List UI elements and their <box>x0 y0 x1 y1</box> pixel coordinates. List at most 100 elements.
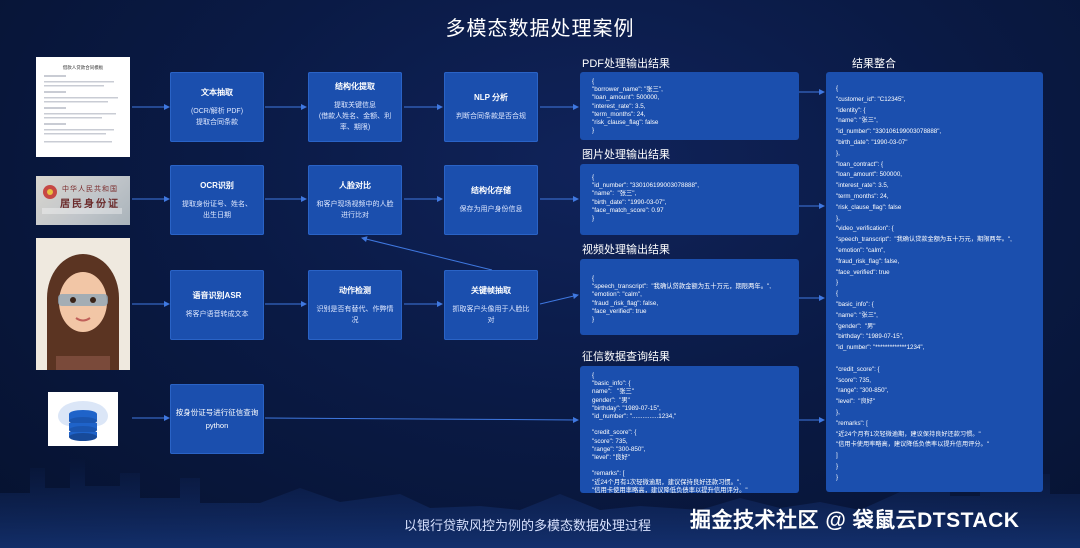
id-card-emblem-icon <box>42 185 122 214</box>
credit-result-label: 征信数据查询结果 <box>582 351 670 363</box>
code-line: "level": "良好" <box>592 454 630 462</box>
id-card-type-text: 居民身份证 <box>60 199 120 210</box>
video-result-label: 视频处理输出结果 <box>582 244 670 256</box>
text-extract-box[interactable]: 文本抽取 (OCR/解析 PDF) 提取合同条款 <box>170 72 264 142</box>
document-title: 借款人贷款合同模板 <box>62 65 104 70</box>
keyframe-box[interactable]: 关键帧抽取 抓取客户头像用于人脸比对 <box>444 270 538 340</box>
code-line <box>836 354 1035 365</box>
text-extract-title: 文本抽取 <box>201 87 233 97</box>
keyframe-title: 关键帧抽取 <box>471 285 511 295</box>
code-line: { <box>836 85 839 92</box>
integration-label: 结果整合 <box>852 58 896 70</box>
credit-query-desc: python <box>205 421 229 430</box>
code-line: "score": 735, <box>836 376 872 384</box>
code-line: "birth_date": "1990-03-07", <box>592 198 667 206</box>
face-compare-title: 人脸对比 <box>339 180 371 190</box>
code-line: "credit_score": { <box>836 365 880 373</box>
ocr-desc: 提取身份证号、姓名、 出生日期 <box>182 200 252 219</box>
text-extract-desc: (OCR/解析 PDF) 提取合同条款 <box>190 107 244 126</box>
code-line: "name": "张三", <box>836 311 878 319</box>
struct-store-desc: 保存为用户身份信息 <box>459 206 523 213</box>
code-line: "range": "300-850", <box>592 445 646 453</box>
code-line: "id_number": "330106199003078888", <box>592 182 699 190</box>
code-line: "basic_info": { <box>836 300 874 308</box>
code-line: } <box>836 279 839 287</box>
code-line: { <box>592 275 595 282</box>
code-line: "emotion": "calm", <box>592 291 642 299</box>
image-result-label: 图片处理输出结果 <box>582 149 670 161</box>
nlp-analysis-box[interactable]: NLP 分析 判断合同条款是否合规 <box>444 72 538 142</box>
code-line: "term_months": 24, <box>592 110 646 118</box>
credit-query-box[interactable]: 按身份证号进行征信查询 python <box>170 384 264 454</box>
code-line: "borrower_name": "张三", <box>592 86 663 94</box>
code-line: "interest_rate": 3.5, <box>836 182 889 190</box>
code-line: "range": "300-850", <box>836 387 889 395</box>
struct-extract-desc: 提取关键信息 (借款人姓名、金额、利 率、期限) <box>318 102 392 131</box>
code-line: "loan_contract": { <box>836 160 884 168</box>
code-line: "id_number": "330106199003078888", <box>836 128 942 136</box>
code-line: "birth_date": "1990-03-07" <box>836 138 908 146</box>
asr-box[interactable]: 语音识别ASR 将客户语音转成文本 <box>170 270 264 340</box>
video-result-panel: {"speech_transcript": "我确认贷款金额为五十万元，期限两年… <box>580 259 799 335</box>
code-line: name": "张三" <box>592 388 635 396</box>
face-compare-desc: 和客户现场视频中的人脸 进行比对 <box>316 200 394 219</box>
code-line: "近24个月有1次轻微逾期，建议保持良好还款习惯。" <box>836 430 981 438</box>
code-line: "basic_info": { <box>592 380 631 388</box>
code-line: } <box>592 215 595 223</box>
code-line: "risk_clause_flag": false <box>836 203 902 211</box>
contract-document-thumbnail: 借款人贷款合同模板 <box>36 57 130 157</box>
code-line: }, <box>836 214 840 222</box>
code-line: "remarks": [ <box>836 419 868 427</box>
face-compare-box[interactable]: 人脸对比 和客户现场视频中的人脸 进行比对 <box>308 165 402 235</box>
code-line: "face_match_score": 0.97 <box>592 206 664 214</box>
keyframe-desc: 抓取客户头像用于人脸比对 <box>452 305 530 324</box>
customer-face-icon <box>36 238 130 370</box>
code-line: ] <box>836 452 838 460</box>
id-card-country-text: 中华人民共和国 <box>62 186 118 193</box>
id-card-thumbnail: 中华人民共和国 居民身份证 <box>36 176 130 225</box>
code-line: "video_verification": { <box>836 225 894 233</box>
code-line: "近24个月有1次轻微逾期，建议保持良好还款习惯。", <box>592 478 741 486</box>
code-line: } <box>836 462 839 470</box>
code-line: "risk_clause_flag": false <box>592 119 659 127</box>
action-detect-box[interactable]: 动作检测 识别是否有替代、作弊情况 <box>308 270 402 340</box>
ocr-title: OCR识别 <box>200 180 234 190</box>
code-line: "remarks": [ <box>592 470 625 478</box>
code-line: "name": "张三", <box>836 117 878 125</box>
image-result-panel: {"id_number": "330106199003078888","name… <box>580 164 799 235</box>
code-line: "credit_score": { <box>592 429 637 437</box>
diagram-caption: 以银行贷款风控为例的多模态数据处理过程 <box>404 518 652 533</box>
nlp-analysis-title: NLP 分析 <box>473 93 509 102</box>
struct-extract-title: 结构化提取 <box>335 82 375 91</box>
struct-store-title: 结构化存储 <box>471 186 511 195</box>
code-line: "fraud_risk_flag": false, <box>836 257 900 265</box>
code-line: } <box>592 316 595 324</box>
code-line: }, <box>836 149 840 157</box>
integration-panel: {"customer_id": "C12345","identity": {"n… <box>826 72 1043 492</box>
action-detect-desc: 识别是否有替代、作弊情况 <box>316 305 394 324</box>
action-detect-title: 动作检测 <box>339 285 371 295</box>
code-line: "speech_transcript": "我确认贷款金额为五十万元，期限两年。… <box>592 283 771 291</box>
code-line: "loan_amount": 500000, <box>592 94 660 102</box>
code-line: "信用卡使用率略高，建议降低负债率以提升信用评分。" <box>836 441 989 449</box>
code-line: "emotion": "calm", <box>836 246 886 254</box>
code-line: "信用卡使用率略高，建议降低负债率以提升信用评分。" <box>592 486 748 493</box>
struct-extract-box[interactable]: 结构化提取 提取关键信息 (借款人姓名、金额、利 率、期限) <box>308 72 402 142</box>
code-line: "fraud _risk_flag": false, <box>592 299 659 307</box>
code-line: } <box>836 473 839 481</box>
code-line: { <box>836 290 839 298</box>
code-line: "interest_rate": 3.5, <box>592 102 646 110</box>
code-line: "customer_id": "C12345", <box>836 95 906 103</box>
pdf-result-label: PDF处理输出结果 <box>582 58 670 70</box>
code-line: "id_number": "...............1234," <box>592 413 677 421</box>
asr-title: 语音识别ASR <box>192 291 242 300</box>
code-line: "speech_transcript": "我确认贷款金额为五十万元，期限两年。… <box>836 236 1012 244</box>
ocr-box[interactable]: OCR识别 提取身份证号、姓名、 出生日期 <box>170 165 264 235</box>
struct-store-box[interactable]: 结构化存储 保存为用户身份信息 <box>444 165 538 235</box>
code-line: { <box>592 174 595 181</box>
code-line <box>592 421 791 429</box>
code-line: }, <box>836 408 840 416</box>
asr-desc: 将客户语音转成文本 <box>185 311 249 318</box>
nlp-analysis-desc: 判断合同条款是否合规 <box>456 113 526 120</box>
